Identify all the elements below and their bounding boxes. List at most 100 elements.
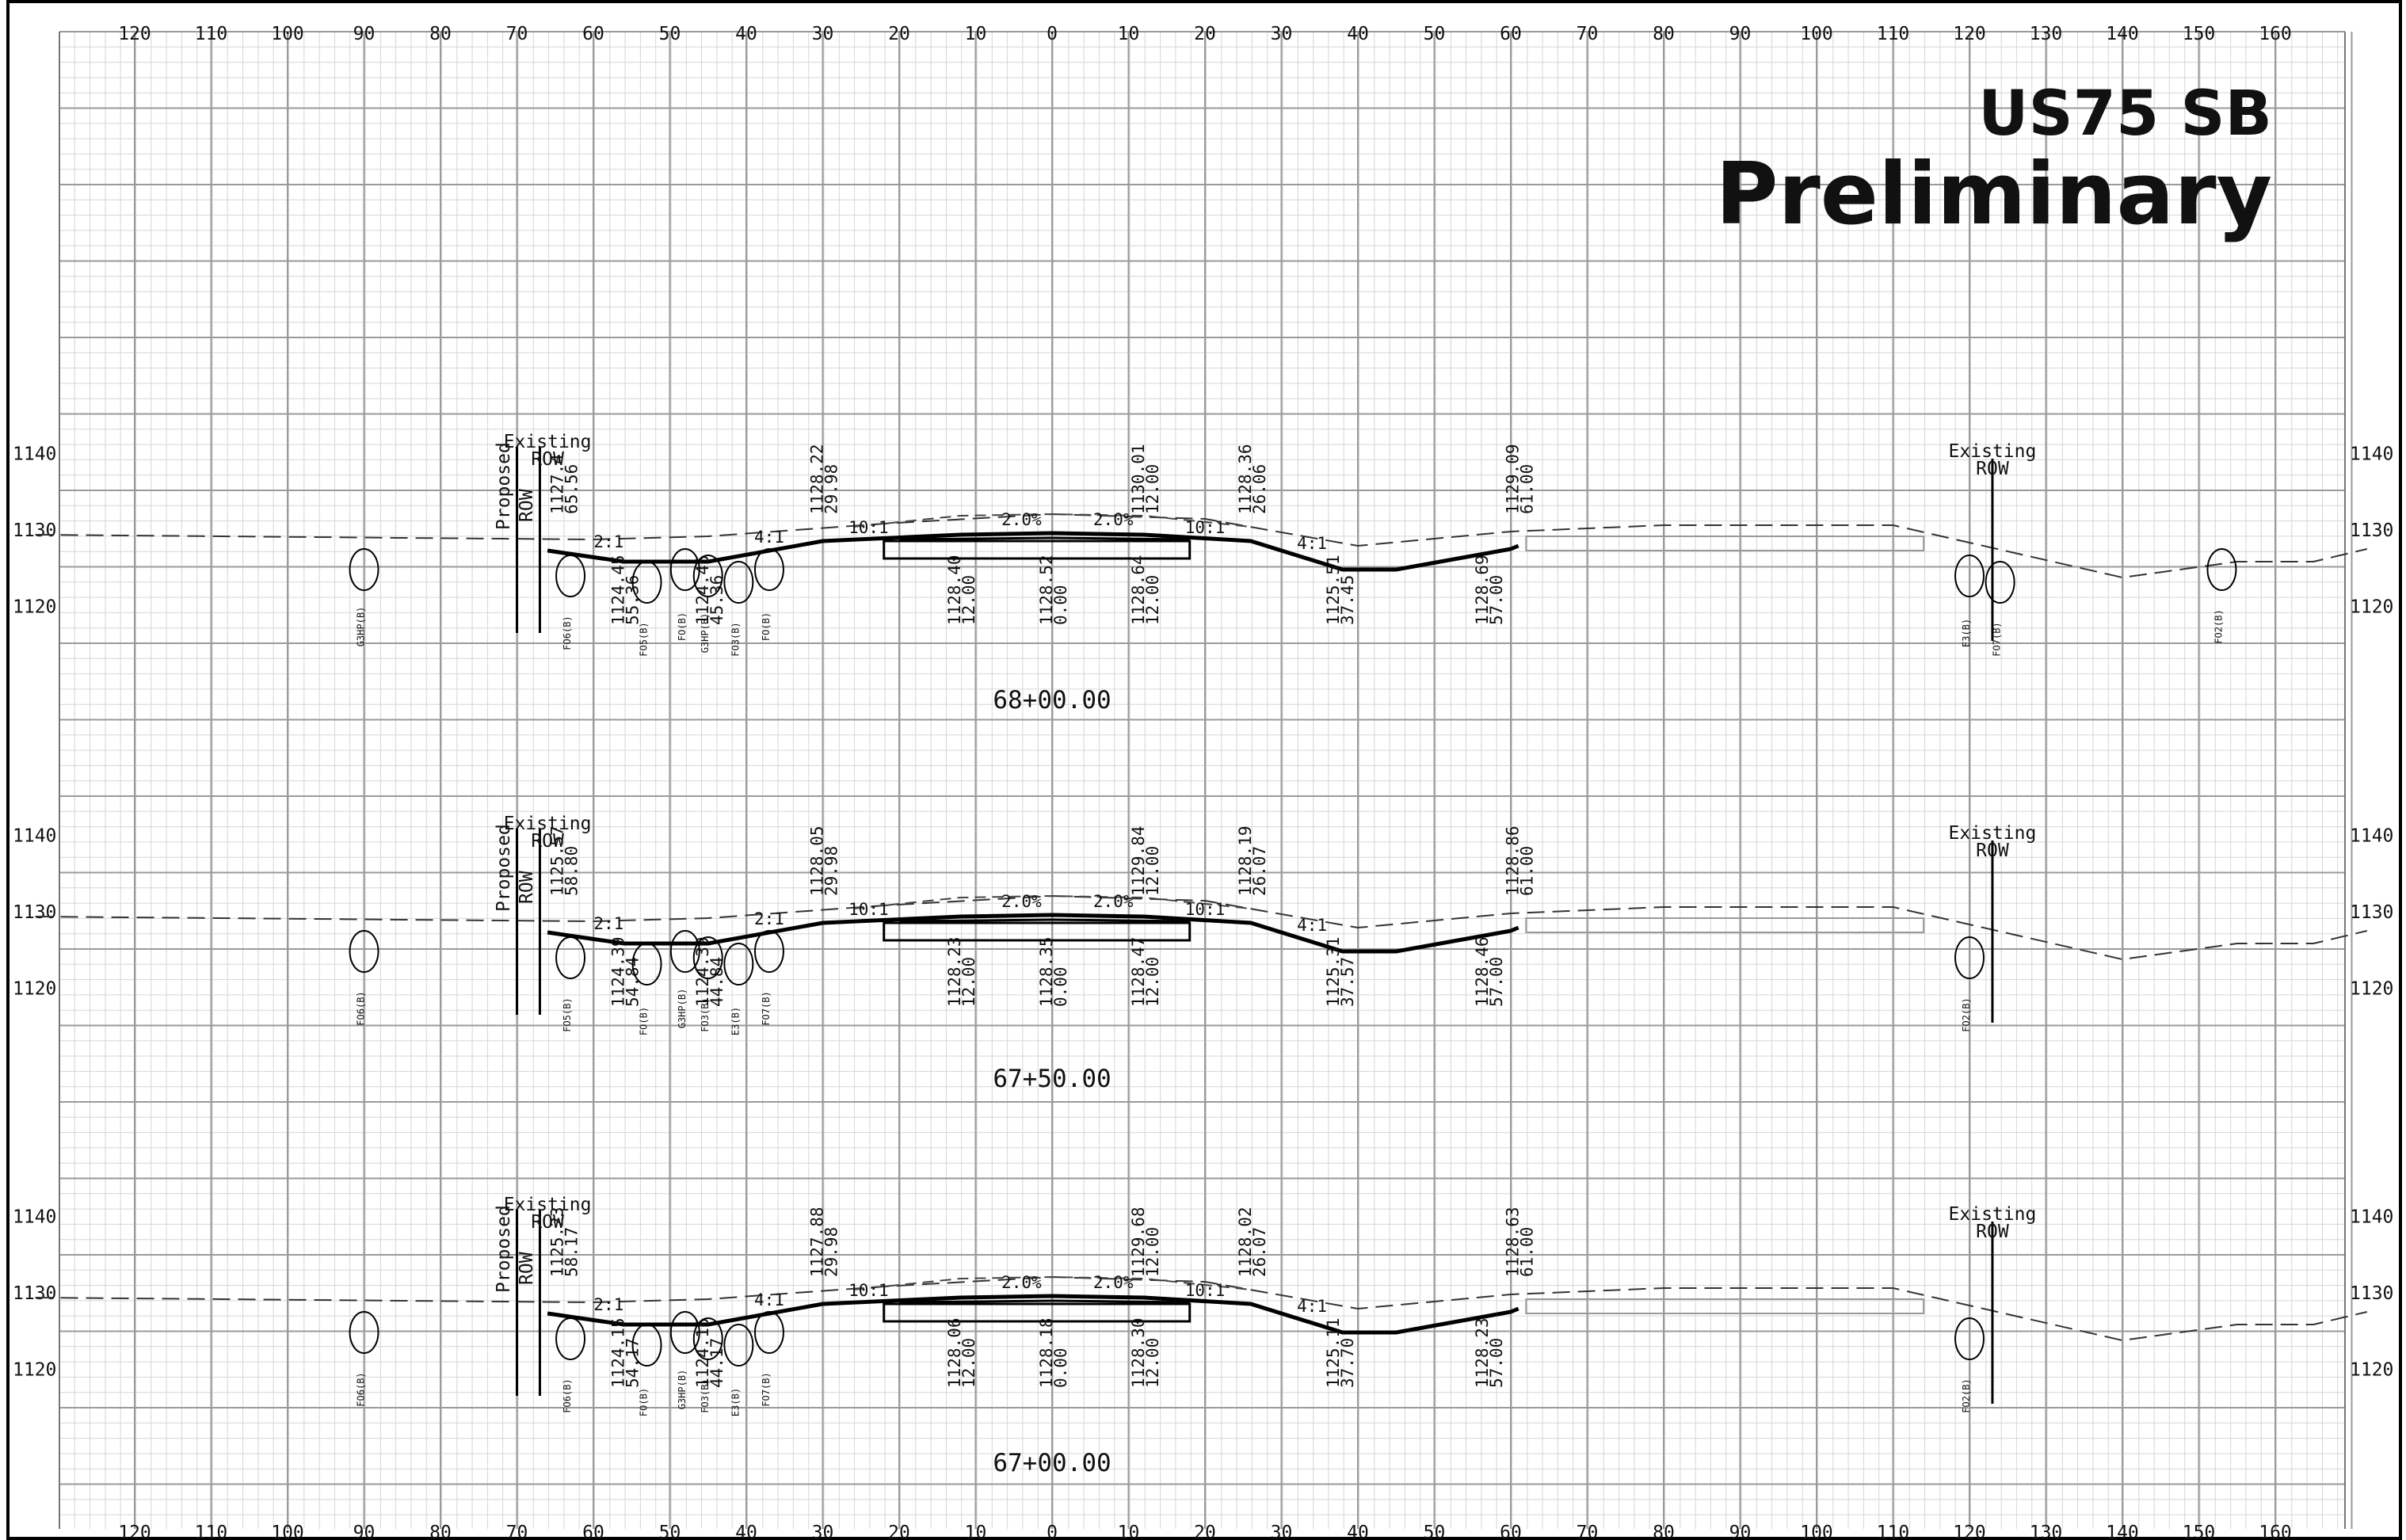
existing-roadway-outline	[1525, 1298, 1925, 1314]
dim-offset-label: 61.00	[1518, 1227, 1537, 1277]
dim-elevation-label: 1128.69	[1473, 555, 1492, 625]
boring-circle	[692, 555, 723, 597]
boring-circle	[349, 930, 379, 973]
offset-label: 160	[2259, 24, 2292, 44]
elevation-label-right: 1120	[2350, 597, 2393, 618]
dim-offset-label: 57.00	[1487, 957, 1506, 1007]
elevation-label-right: 1140	[2350, 444, 2393, 465]
dim-elevation-label: 1128.23	[1473, 1317, 1492, 1388]
dim-offset-label: 57.00	[1487, 575, 1506, 625]
offset-label: 40	[1347, 1523, 1369, 1540]
title-block: US75 SB Preliminary	[1715, 78, 2272, 244]
existing-row-label: ROW	[1976, 841, 2009, 861]
existing-row-label: ROW	[531, 449, 564, 470]
dim-offset-label: 65.56	[562, 464, 581, 514]
proposed-row-label: Proposed	[494, 1205, 514, 1293]
slope-label: 10:1	[848, 518, 889, 537]
dim-offset-label: 61.00	[1518, 846, 1537, 896]
dim-elevation-label: 1128.19	[1236, 825, 1255, 896]
title-line-2: Preliminary	[1715, 145, 2272, 244]
dim-offset-label: 44.17	[707, 1338, 726, 1388]
boring-circle	[692, 936, 723, 979]
boring-label: E3(B)	[1961, 619, 1972, 647]
boring-label: FO(B)	[639, 1007, 650, 1035]
offset-label: 50	[1424, 24, 1446, 44]
dim-offset-label: 12.00	[1143, 957, 1162, 1007]
slope-label: 10:1	[848, 900, 889, 919]
dim-elevation-label: 1128.47	[1129, 936, 1148, 1007]
existing-row-label: Existing	[504, 1195, 592, 1215]
proposed-template-line	[547, 1294, 1519, 1335]
station-label: 67+50.00	[993, 1065, 1111, 1093]
offset-label: 120	[1953, 1523, 1986, 1540]
offset-label: 110	[195, 1523, 228, 1540]
offset-label: 30	[1271, 1523, 1293, 1540]
proposed-row-label: ROW	[517, 1252, 537, 1285]
boring-label: FO6(B)	[562, 616, 573, 650]
pavement-line	[898, 536, 1190, 541]
proposed-row-label: Proposed	[494, 824, 514, 912]
offset-label: 80	[1653, 24, 1675, 44]
slope-label: 4:1	[754, 528, 784, 547]
dim-elevation-label: 1128.30	[1129, 1317, 1148, 1388]
boring-label: FO(B)	[761, 612, 772, 641]
pavement-line	[898, 1299, 1190, 1304]
boring-label: E3(B)	[730, 1388, 741, 1416]
slope-label: 4:1	[1297, 1297, 1327, 1316]
boring-label: FO6(B)	[562, 1378, 573, 1412]
dim-elevation-label: 1130.01	[1129, 444, 1148, 514]
boring-circle	[555, 1317, 586, 1360]
boring-label: G3HP(B)	[677, 1370, 688, 1410]
offset-label: 100	[1800, 24, 1833, 44]
grid	[59, 31, 2353, 1529]
dim-elevation-label: 1128.22	[808, 444, 827, 514]
boring-circle	[669, 548, 700, 591]
boring-circle	[669, 930, 700, 973]
dim-elevation-label: 1124.15	[693, 1317, 712, 1388]
existing-pavement-line	[852, 513, 1252, 528]
existing-row-label: ROW	[1976, 459, 2009, 479]
boring-circle	[555, 936, 586, 979]
offset-label: 60	[1500, 24, 1522, 44]
slope-label: 4:1	[1297, 916, 1327, 935]
dim-offset-label: 0.00	[1051, 585, 1070, 625]
dim-elevation-label: 1128.86	[1504, 825, 1523, 896]
pavement-structure	[883, 539, 1192, 560]
title-line-1: US75 SB	[1978, 78, 2272, 150]
boring-label: FO(B)	[639, 1388, 650, 1416]
dim-elevation-label: 1128.23	[945, 936, 964, 1007]
boring-circle	[753, 548, 784, 591]
boring-circle	[1985, 561, 2015, 604]
pavement-structure	[883, 921, 1192, 942]
dim-elevation-label: 1124.39	[609, 936, 628, 1007]
boring-circle	[1954, 936, 1985, 979]
slope-label: 2:1	[593, 1295, 623, 1314]
existing-ground-line	[35, 894, 2368, 961]
dim-elevation-label: 1127.4	[547, 454, 566, 514]
pavement-structure	[883, 1302, 1192, 1323]
elevation-label-left: 1120	[13, 1360, 56, 1381]
dim-elevation-label: 1124.39	[693, 936, 712, 1007]
slope-label: 10:1	[1185, 1281, 1226, 1300]
offset-label: 0	[1047, 1523, 1058, 1540]
existing-ground-line	[35, 1275, 2368, 1342]
boring-circle	[631, 561, 662, 604]
boring-circle	[2206, 548, 2237, 591]
dim-elevation-label: 1128.02	[1236, 1206, 1255, 1277]
existing-roadway-outline	[1525, 536, 1925, 551]
dim-offset-label: 37.70	[1338, 1338, 1357, 1388]
dim-offset-label: 12.00	[959, 957, 978, 1007]
offset-label: 60	[582, 1523, 604, 1540]
dim-elevation-label: 1128.35	[1037, 936, 1056, 1007]
slope-label: 10:1	[1185, 900, 1226, 919]
boring-label: FO3(B)	[730, 622, 741, 656]
boring-circle	[1954, 555, 1985, 597]
offset-label: 70	[1577, 1523, 1599, 1540]
elevation-label-left: 1140	[13, 1207, 56, 1228]
boring-label: FO6(B)	[356, 1372, 367, 1406]
boring-label: FO7(B)	[1992, 622, 2003, 656]
slope-label: 4:1	[754, 1290, 784, 1309]
existing-row-label: Existing	[1949, 1204, 2037, 1225]
dim-elevation-label: 1128.18	[1037, 1317, 1056, 1388]
offset-label: 30	[812, 24, 834, 44]
